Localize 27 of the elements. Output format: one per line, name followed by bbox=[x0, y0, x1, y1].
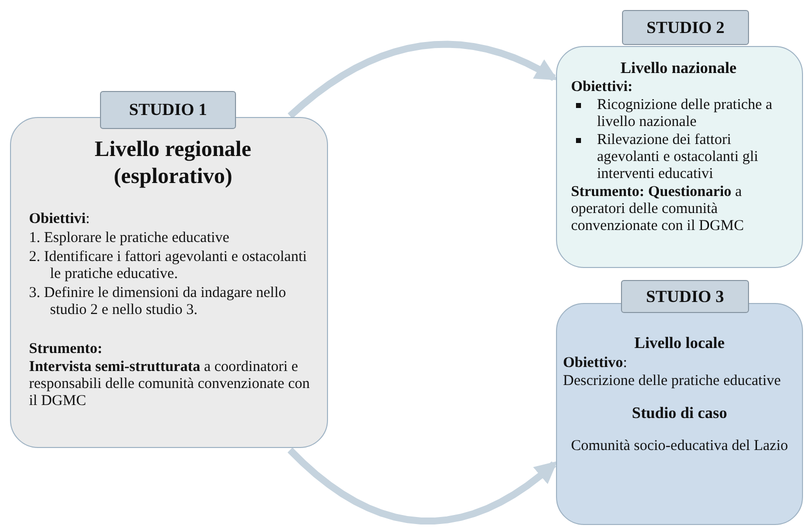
section-label: Obiettivi: bbox=[571, 79, 634, 96]
study-tab bbox=[621, 280, 749, 313]
section-label: Obiettivi: bbox=[29, 211, 91, 228]
list-item: 3. Definire le dimensioni da indagare nello studio 2 e nello studio 3. bbox=[29, 285, 287, 319]
paragraph: Descrizione delle pratiche educative bbox=[563, 373, 782, 390]
heading: Livello locale bbox=[633, 334, 726, 353]
heading: Livello nazionale bbox=[620, 59, 738, 78]
study-tab bbox=[100, 91, 236, 129]
tab-title: STUDIO 1 bbox=[129, 100, 207, 120]
paragraph: Comunità socio-educativa del Lazio bbox=[570, 438, 789, 455]
paragraph: Strumento: Questionario a operatori delle comunità convenzionate con il DGMC bbox=[571, 184, 745, 235]
list-item: 1. Esplorare le pratiche educative bbox=[29, 230, 230, 247]
study-card bbox=[556, 303, 803, 525]
curved-arrow bbox=[288, 40, 558, 119]
curved-arrow bbox=[288, 448, 558, 525]
section-label: Obiettivo: bbox=[563, 355, 628, 372]
tab-title: STUDIO 2 bbox=[646, 18, 724, 38]
list-item: 2. Identificare i fattori agevolanti e ostacolanti le pratiche educative. bbox=[29, 249, 308, 283]
study-tab bbox=[622, 10, 749, 45]
study-card bbox=[10, 117, 328, 448]
study-card bbox=[556, 46, 803, 268]
bullet-item: Ricognizione delle pratiche a livello nazionale bbox=[571, 97, 786, 131]
tab-title: STUDIO 3 bbox=[646, 286, 724, 306]
paragraph: Intervista semi-strutturata a coordinatori e responsabili delle comunità convenzionate con il DGMC bbox=[29, 359, 311, 410]
heading: Studio di caso bbox=[630, 404, 728, 423]
heading: Livello regionale (esplorativo) bbox=[94, 135, 252, 189]
section-label: Strumento: bbox=[29, 341, 104, 358]
